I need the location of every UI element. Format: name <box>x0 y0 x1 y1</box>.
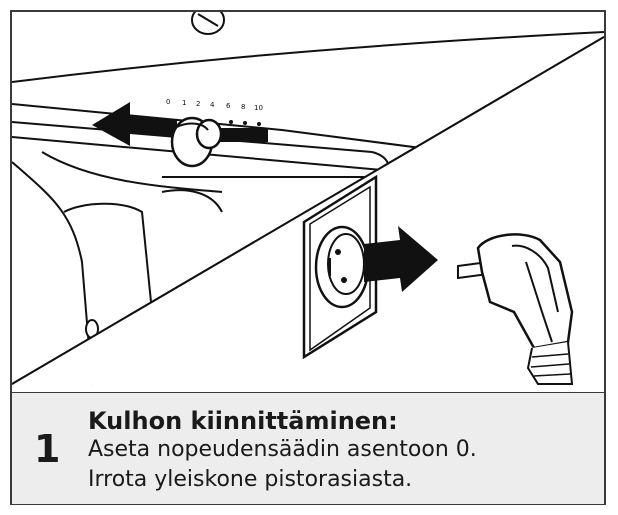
step-title: Kulhon kiinnittäminen: <box>88 407 398 435</box>
body-panel <box>63 202 153 313</box>
power-plug-icon <box>457 233 574 385</box>
wall-socket <box>302 174 378 360</box>
speed-tick: 10 <box>254 104 263 112</box>
body-outline <box>12 161 93 385</box>
screw-icon <box>191 12 225 35</box>
arrow-left-icon <box>92 102 177 146</box>
arrow-right-icon <box>364 226 438 292</box>
speed-knob[interactable] <box>170 116 223 168</box>
speed-tick: 6 <box>226 102 231 110</box>
speed-tick: 1 <box>182 99 186 107</box>
step-instruction-line: Irrota yleiskone pistorasiasta. <box>88 467 413 492</box>
body-curve <box>41 151 223 193</box>
speed-tick: 8 <box>241 103 245 111</box>
mixer-head-outline <box>12 31 604 83</box>
instruction-caption: 1 Kulhon kiinnittäminen: Aseta nopeudens… <box>12 392 604 504</box>
step-number: 1 <box>34 427 61 471</box>
instruction-panel: 0 1 2 4 6 8 10 <box>10 10 606 505</box>
speed-tick: 0 <box>166 98 170 106</box>
housing-line <box>12 103 453 153</box>
body-panel <box>161 189 223 213</box>
speed-tick: 2 <box>196 100 200 108</box>
step-instruction-line: Aseta nopeudensäädin asentoon 0. <box>88 437 477 462</box>
speed-slot <box>208 128 268 142</box>
illustration: 0 1 2 4 6 8 10 <box>12 12 604 385</box>
speed-tick: 4 <box>210 101 215 109</box>
